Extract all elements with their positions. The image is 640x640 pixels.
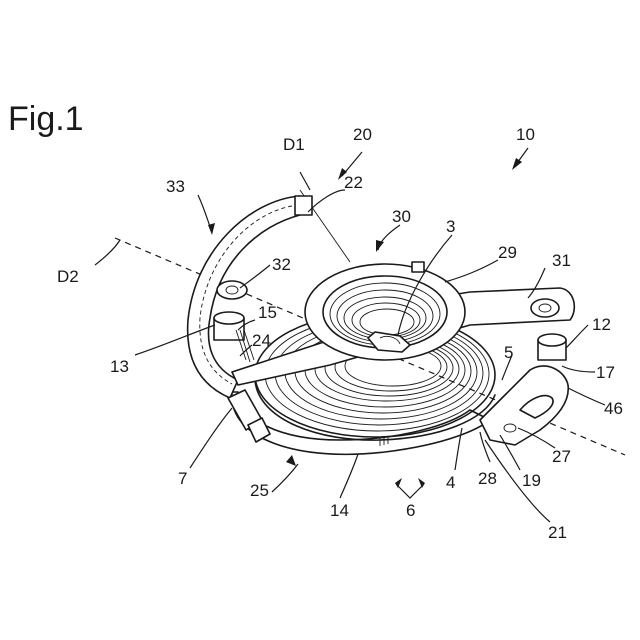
label-33: 33 [166, 177, 185, 196]
label-15: 15 [258, 303, 277, 322]
label-10: 10 [516, 125, 535, 144]
label-17: 17 [596, 363, 615, 382]
label-12: 12 [592, 315, 611, 334]
label-28: 28 [478, 469, 497, 488]
label-7: 7 [178, 469, 187, 488]
label-46: 46 [604, 399, 623, 418]
label-14: 14 [330, 501, 349, 520]
right-lever [480, 366, 568, 445]
label-13: 13 [110, 357, 129, 376]
label-31: 31 [552, 251, 571, 270]
label-21: 21 [548, 523, 567, 542]
label-d1: D1 [283, 135, 305, 154]
label-25: 25 [250, 481, 269, 500]
label-20: 20 [353, 125, 372, 144]
label-6: 6 [406, 501, 415, 520]
label-29: 29 [498, 243, 517, 262]
label-5: 5 [504, 343, 513, 362]
figure-title: Fig.1 [8, 100, 84, 138]
label-30: 30 [392, 207, 411, 226]
right-stud [538, 334, 566, 360]
label-32: 32 [272, 255, 291, 274]
label-3: 3 [446, 217, 455, 236]
label-19: 19 [522, 471, 541, 490]
label-d2: D2 [57, 267, 79, 286]
screw-head-right [531, 299, 559, 317]
label-4: 4 [446, 473, 455, 492]
label-22: 22 [344, 173, 363, 192]
left-screw [214, 281, 254, 362]
label-24: 24 [252, 331, 271, 350]
label-27: 27 [552, 447, 571, 466]
